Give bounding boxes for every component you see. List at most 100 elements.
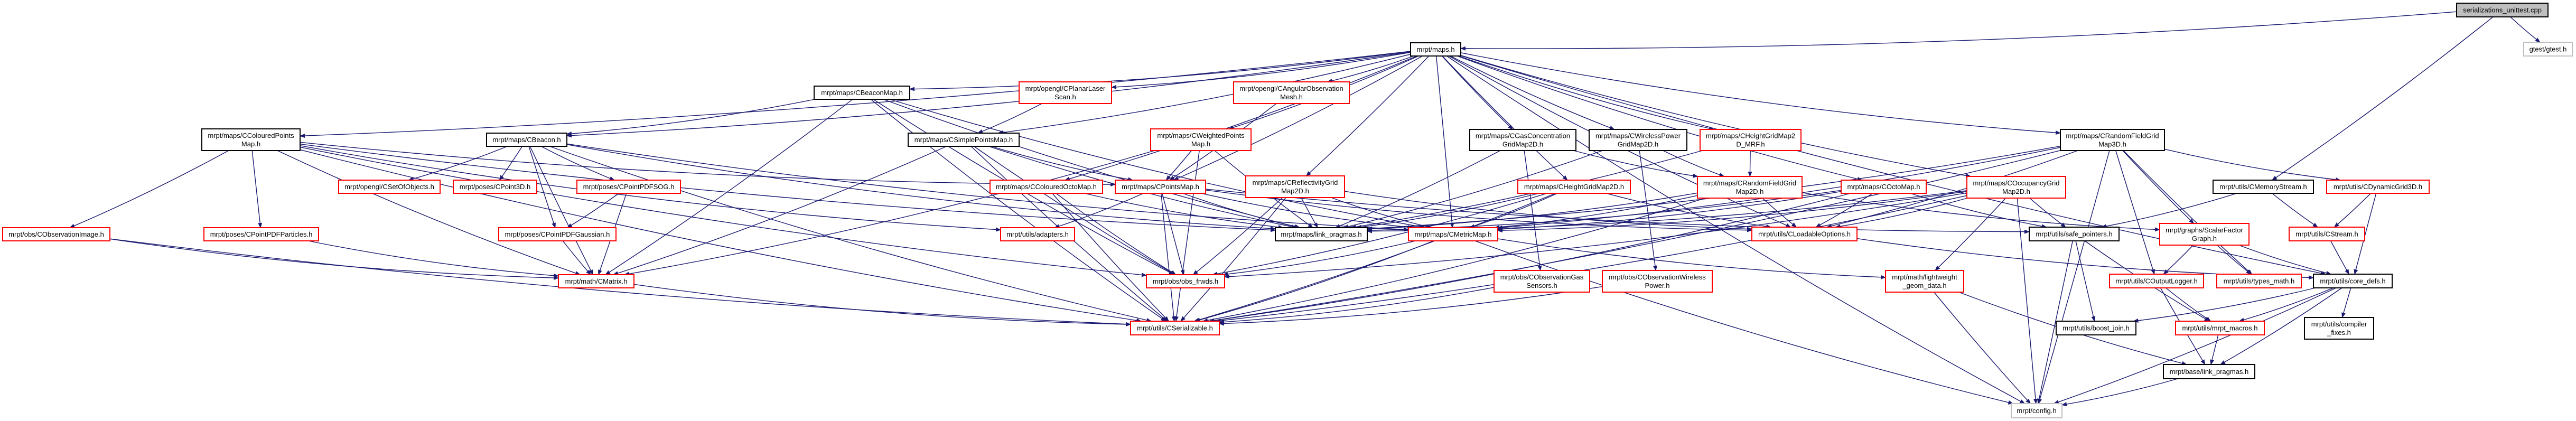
node-cserializable[interactable]: mrpt/utils/CSerializable.h xyxy=(1130,321,1220,335)
edge-cbeacon-to-cpoint3-d xyxy=(499,146,523,181)
node-safe-pointers[interactable]: mrpt/utils/safe_pointers.h xyxy=(2029,227,2120,241)
nodes-layer: serializations_unittest.cpp gtest/gtest.h… xyxy=(2,3,2573,418)
node-box xyxy=(1885,270,1964,293)
node-label: mrpt/utils/safe_pointers.h xyxy=(2036,230,2112,238)
node-cloadable-options[interactable]: mrpt/utils/CLoadableOptions.h xyxy=(1751,227,1858,241)
node-cbeacon-map[interactable]: mrpt/maps/CBeaconMap.h xyxy=(814,86,910,100)
node-cpoint-pdfparticles[interactable]: mrpt/poses/CPointPDFParticles.h xyxy=(203,227,319,241)
node-csimple-points-map[interactable]: mrpt/maps/CSimplePointsMap.h xyxy=(908,133,1020,147)
node-label: mrpt/utils/CLoadableOptions.h xyxy=(1758,230,1851,238)
node-box xyxy=(2216,274,2302,288)
node-cmetric-map[interactable]: mrpt/maps/CMetricMap.h xyxy=(1408,227,1498,241)
node-config[interactable]: mrpt/config.h xyxy=(2011,403,2062,418)
edge-csimple-points-map-to-obs-frwds xyxy=(974,146,1176,275)
node-label: mrpt/maps/CColouredPoints xyxy=(208,132,294,139)
node-lightweight-geom-data[interactable]: mrpt/math/lightweight_geom_data.h xyxy=(1885,270,1964,293)
node-cmatrix[interactable]: mrpt/math/CMatrix.h xyxy=(558,274,634,288)
edge-cdynamic-grid3-d-to-core-defs xyxy=(2354,193,2377,275)
node-label: Power.h xyxy=(1645,282,1670,289)
edge-cbeacon-to-cpoint-pdfsog xyxy=(540,146,615,181)
node-box xyxy=(2056,321,2136,335)
edges-layer xyxy=(69,11,2541,407)
node-cbeacon[interactable]: mrpt/maps/CBeacon.h xyxy=(486,133,567,147)
node-maps-link-pragmas[interactable]: mrpt/maps/link_pragmas.h xyxy=(1275,227,1368,241)
node-maps[interactable]: mrpt/maps.h xyxy=(1410,42,1461,57)
node-cpoints-map[interactable]: mrpt/maps/CPointsMap.h xyxy=(1115,180,1206,194)
edge-core-defs-to-boost-join xyxy=(2133,287,2316,323)
edge-mrpt-macros-to-base-link-pragmas xyxy=(2210,334,2219,365)
edge-maps-to-core-defs xyxy=(1460,55,2327,276)
node-label: mrpt/maps/CGasConcentration xyxy=(1476,132,1570,140)
edge-ccoloured-points-map-to-cobservation-image xyxy=(69,150,229,228)
edge-cpoints-map-to-maps-link-pragmas xyxy=(1182,193,1300,229)
edge-root-to-cmemory-stream xyxy=(2272,16,2494,181)
node-label: mrpt/poses/CPoint3D.h xyxy=(460,183,530,191)
node-cocto-map[interactable]: mrpt/maps/COctoMap.h xyxy=(1841,180,1927,194)
node-box xyxy=(486,133,567,147)
node-mrpt-macros[interactable]: mrpt/utils/mrpt_macros.h xyxy=(2175,321,2265,335)
edge-maps-to-creflectivity-grid-map2-d xyxy=(1305,55,1430,176)
node-cpoint-pdfsog[interactable]: mrpt/poses/CPointPDFSOG.h xyxy=(576,180,681,194)
node-label: GridMap2D.h xyxy=(1618,141,1658,148)
node-box xyxy=(2011,403,2062,418)
node-box xyxy=(2304,317,2374,340)
node-cpoint-pdfgaussian[interactable]: mrpt/poses/CPointPDFGaussian.h xyxy=(498,227,617,241)
edge-scalar-factor-graph-to-types-math xyxy=(2216,245,2252,275)
node-base-link-pragmas[interactable]: mrpt/base/link_pragmas.h xyxy=(2163,364,2255,379)
edge-coccupancy-grid-map2-d-to-lightweight-geom-data xyxy=(1935,198,2006,271)
node-box xyxy=(498,227,617,241)
node-cobservation-image[interactable]: mrpt/obs/CObservationImage.h xyxy=(2,227,110,241)
edge-cwireless-power-grid-map2-d-to-maps-link-pragmas xyxy=(1343,150,1603,229)
node-adapters[interactable]: mrpt/utils/adapters.h xyxy=(1000,227,1075,241)
node-cstream[interactable]: mrpt/utils/CStream.h xyxy=(2289,227,2365,241)
edge-coccupancy-grid-map2-d-to-safe-pointers xyxy=(2029,198,2066,228)
edge-base-link-pragmas-to-config xyxy=(2061,378,2178,407)
node-label: mrpt/utils/CMemoryStream.h xyxy=(2219,183,2307,191)
node-ccoloured-octo-map[interactable]: mrpt/maps/CColouredOctoMap.h xyxy=(990,180,1103,194)
node-core-defs[interactable]: mrpt/utils/core_defs.h xyxy=(2313,274,2393,288)
node-cdynamic-grid3-d[interactable]: mrpt/utils/CDynamicGrid3D.h xyxy=(2326,180,2430,194)
node-obs-frwds[interactable]: mrpt/obs/obs_frwds.h xyxy=(1146,274,1225,288)
node-label: GridMap2D.h xyxy=(1502,141,1543,148)
node-boost-join[interactable]: mrpt/utils/boost_join.h xyxy=(2056,321,2136,335)
node-compiler-fixes[interactable]: mrpt/utils/compiler_fixes.h xyxy=(2304,317,2374,340)
node-root[interactable]: serializations_unittest.cpp xyxy=(2456,3,2549,17)
edge-crandom-field-grid-map2-d-to-cloadable-options xyxy=(1762,198,1797,228)
node-cmemory-stream[interactable]: mrpt/utils/CMemoryStream.h xyxy=(2213,180,2314,194)
node-box xyxy=(1150,128,1252,151)
edge-cbeacon-to-cset-of-objects xyxy=(408,146,508,181)
node-cheight-grid-map2-d-mrf[interactable]: mrpt/maps/CHeightGridMap2D_MRF.h xyxy=(1700,129,1802,151)
edge-maps-to-cwireless-power-grid-map2-d xyxy=(1450,55,1615,130)
node-box xyxy=(1408,227,1498,241)
node-cset-of-objects[interactable]: mrpt/opengl/CSetOfObjects.h xyxy=(338,180,441,194)
edge-cwireless-power-grid-map2-d-to-cobservation-wireless-power xyxy=(1639,150,1657,271)
node-cpoint3-d[interactable]: mrpt/poses/CPoint3D.h xyxy=(453,180,537,194)
edge-cplanar-laser-scan-to-csimple-points-map xyxy=(977,103,1042,134)
node-label: mrpt/maps/CWirelessPower xyxy=(1595,132,1681,140)
edge-crandom-field-grid-map3-d-to-cdynamic-grid3-d xyxy=(2164,148,2341,182)
node-label: mrpt/maps/CReflectivityGrid xyxy=(1253,179,1338,186)
node-cheight-grid-map2-d[interactable]: mrpt/maps/CHeightGridMap2D.h xyxy=(1517,180,1631,194)
node-box xyxy=(2060,129,2165,151)
edge-core-defs-to-config xyxy=(2053,287,2337,404)
node-coutput-logger[interactable]: mrpt/utils/COutputLogger.h xyxy=(2109,274,2204,288)
node-types-math[interactable]: mrpt/utils/types_math.h xyxy=(2216,274,2302,288)
edge-coccupancy-grid-map2-d-to-cmetric-map xyxy=(1497,191,1967,233)
node-gtest[interactable]: gtest/gtest.h xyxy=(2523,42,2573,57)
edge-cpoints-map-to-adapters xyxy=(1054,193,1144,229)
edge-ccoloured-octo-map-to-obs-frwds xyxy=(1056,193,1177,275)
